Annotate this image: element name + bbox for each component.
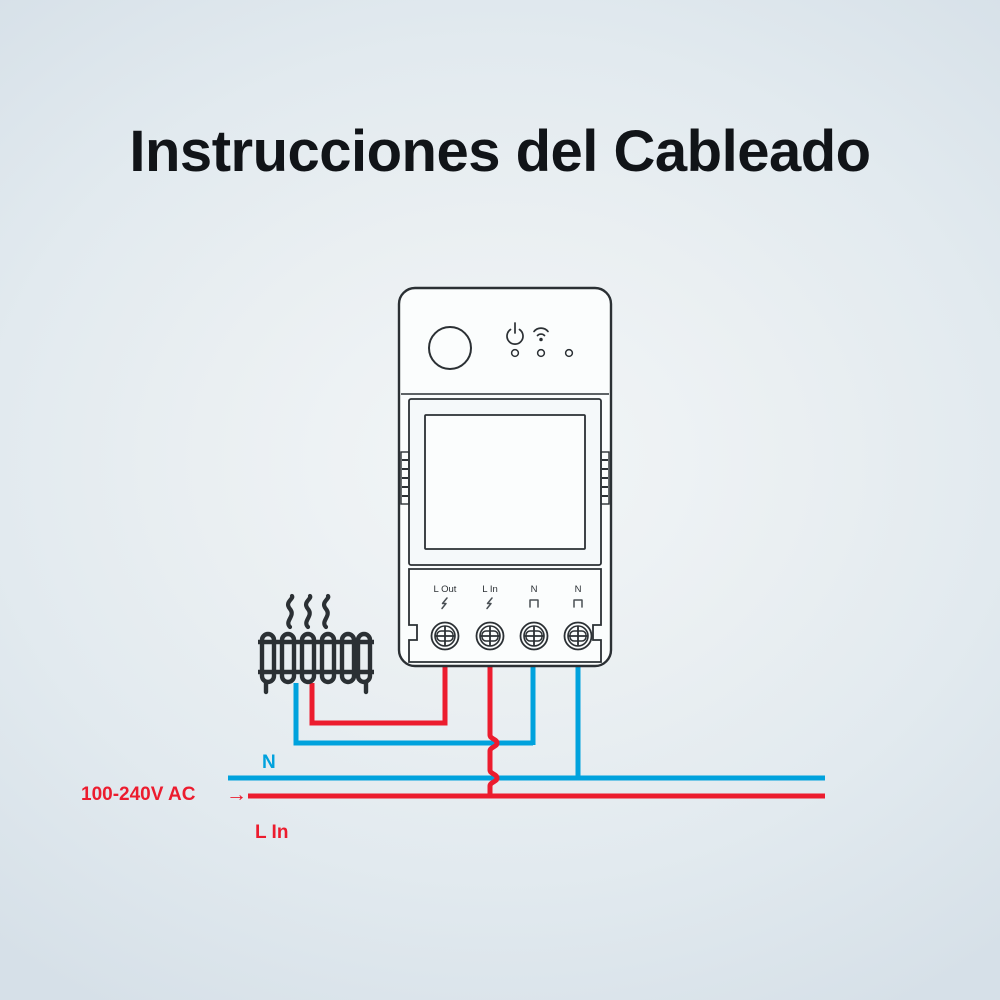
wifi-led [536,348,546,358]
lightning-bolt-icon-1 [486,597,493,610]
vent-slots-left [400,451,410,505]
terminal-label-1: L In [482,584,498,595]
vent-slots-right [600,451,610,505]
terminal-screw-1[interactable] [475,621,505,651]
power-icon [506,322,524,345]
neutral-icon-1 [573,599,583,608]
power-led [510,348,520,358]
terminal-screw-3[interactable] [563,621,593,651]
wire-terminal-lin-drop [487,660,500,796]
wire-radiator-live [309,660,448,726]
terminal-label-2: N [531,584,538,595]
wire-radiator-neutral [293,683,533,746]
power-button[interactable] [428,326,472,370]
terminal-screw-2[interactable] [519,621,549,651]
lightning-bolt-icon-0 [441,597,448,610]
neutral-icon-0 [529,599,539,608]
device-display-area [424,414,586,550]
status-led [564,348,574,358]
terminal-label-3: N [575,584,582,595]
device-body[interactable]: L Out L In N N [397,286,613,668]
terminal-screw-0[interactable] [430,621,460,651]
supply-neutral-label: N [262,752,276,773]
page-title: Instrucciones del Cableado [129,119,871,184]
wifi-icon [533,327,549,342]
supply-live-label: L In [255,822,288,843]
radiator-icon [258,593,374,695]
supply-arrow-icon: → [226,783,247,806]
supply-voltage-label: 100-240V AC [81,784,196,805]
terminal-label-0: L Out [434,584,457,595]
